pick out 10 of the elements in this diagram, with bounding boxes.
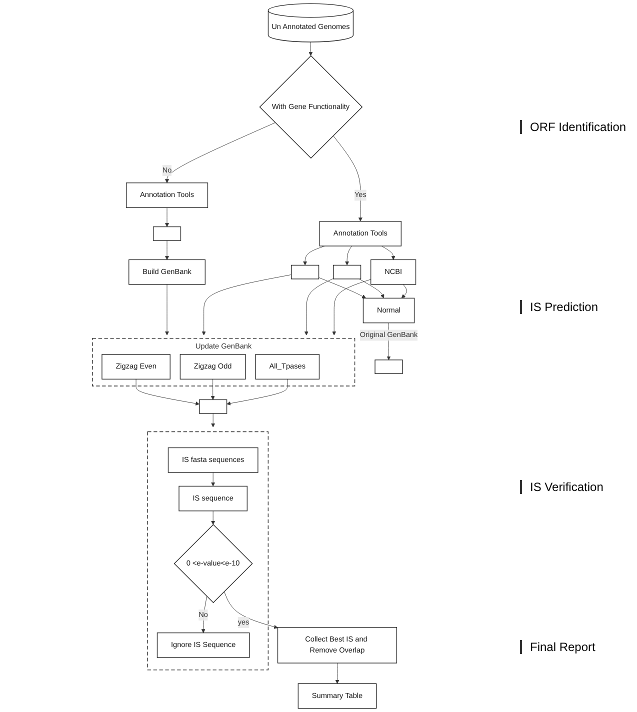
cluster: [147, 431, 268, 670]
section-label: ORF Identification: [520, 120, 626, 134]
section-label: Final Report: [520, 640, 596, 654]
node-box: [332, 264, 362, 280]
section-label: IS Prediction: [520, 300, 598, 314]
node-box: [291, 264, 320, 280]
section-label: IS Verification: [520, 480, 604, 494]
node-box: [374, 360, 403, 374]
node-box: [199, 399, 228, 414]
node-box: [152, 226, 182, 241]
